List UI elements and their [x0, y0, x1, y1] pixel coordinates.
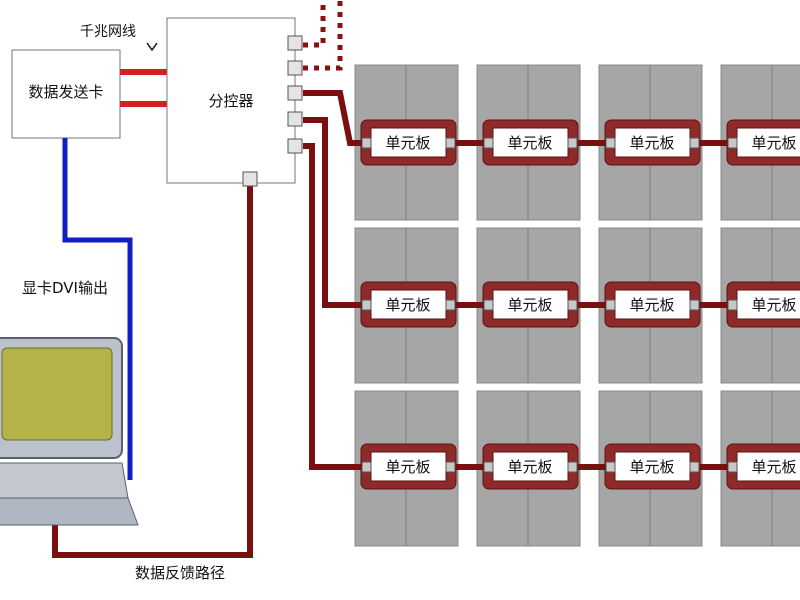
unit-board-label: 单元板 — [507, 134, 552, 152]
port-icon — [242, 171, 258, 187]
port-icon — [605, 299, 616, 311]
port-icon — [287, 138, 303, 154]
unit-board: 单元板 — [726, 443, 800, 490]
port-icon — [727, 299, 738, 311]
computer-icon — [0, 337, 139, 526]
data-line-row-2 — [303, 117, 362, 308]
port-icon — [445, 299, 456, 311]
port-icon — [689, 137, 700, 149]
data-line-row-1 — [303, 90, 362, 146]
unit-board: 单元板 — [360, 443, 457, 490]
gpu-output-label: 显卡DVI输出 — [22, 279, 108, 297]
unit-board: 单元板 — [726, 119, 800, 166]
unit-board-label: 单元板 — [507, 296, 552, 314]
port-icon — [567, 137, 578, 149]
unit-board-label: 单元板 — [385, 296, 430, 314]
data-wiring — [52, 90, 729, 558]
unit-board-label: 单元板 — [385, 134, 430, 152]
feedback-path-label: 数据反馈路径 — [135, 564, 225, 582]
controller-label: 分控器 — [208, 92, 253, 110]
port-icon — [287, 60, 303, 76]
unit-board: 单元板 — [604, 119, 701, 166]
unit-board: 单元板 — [360, 281, 457, 328]
unit-board-label: 单元板 — [507, 458, 552, 476]
unit-board-label: 单元板 — [751, 458, 796, 476]
port-icon — [689, 299, 700, 311]
port-icon — [483, 461, 494, 473]
feedback-line — [52, 185, 253, 558]
dvi-line — [62, 138, 133, 480]
unit-board: 单元板 — [482, 281, 579, 328]
port-icon — [361, 137, 372, 149]
unit-board: 单元板 — [360, 119, 457, 166]
unit-board-label: 单元板 — [751, 296, 796, 314]
port-icon — [361, 299, 372, 311]
controller: 分控器 — [166, 17, 303, 187]
port-icon — [689, 461, 700, 473]
unit-boards: 单元板 单元板 单元板 单元板 单元板 — [360, 119, 800, 490]
sender-card-label: 数据发送卡 — [28, 83, 103, 101]
port-icon — [605, 461, 616, 473]
port-icon — [727, 461, 738, 473]
chevron-down-icon — [146, 42, 158, 52]
unit-board-label: 单元板 — [629, 458, 674, 476]
port-icon — [445, 137, 456, 149]
unit-board: 单元板 — [482, 443, 579, 490]
port-icon — [445, 461, 456, 473]
unit-board: 单元板 — [482, 119, 579, 166]
port-icon — [287, 111, 303, 127]
port-icon — [567, 461, 578, 473]
port-icon — [287, 35, 303, 51]
gigabit-cable-label: 千兆网线 — [80, 24, 136, 40]
unit-board: 单元板 — [604, 443, 701, 490]
sender-card: 数据发送卡 — [11, 49, 121, 139]
gigabit-cables — [120, 69, 167, 107]
port-icon — [483, 299, 494, 311]
port-icon — [567, 299, 578, 311]
data-line-row-3 — [303, 143, 362, 470]
port-icon — [605, 137, 616, 149]
unit-board: 单元板 — [726, 281, 800, 328]
port-icon — [727, 137, 738, 149]
dotted-network-lines — [303, 0, 343, 71]
unit-board-label: 单元板 — [385, 458, 430, 476]
unit-board-label: 单元板 — [629, 134, 674, 152]
port-icon — [483, 137, 494, 149]
unit-board-label: 单元板 — [751, 134, 796, 152]
unit-board-label: 单元板 — [629, 296, 674, 314]
unit-board: 单元板 — [604, 281, 701, 328]
port-icon — [287, 85, 303, 101]
port-icon — [361, 461, 372, 473]
